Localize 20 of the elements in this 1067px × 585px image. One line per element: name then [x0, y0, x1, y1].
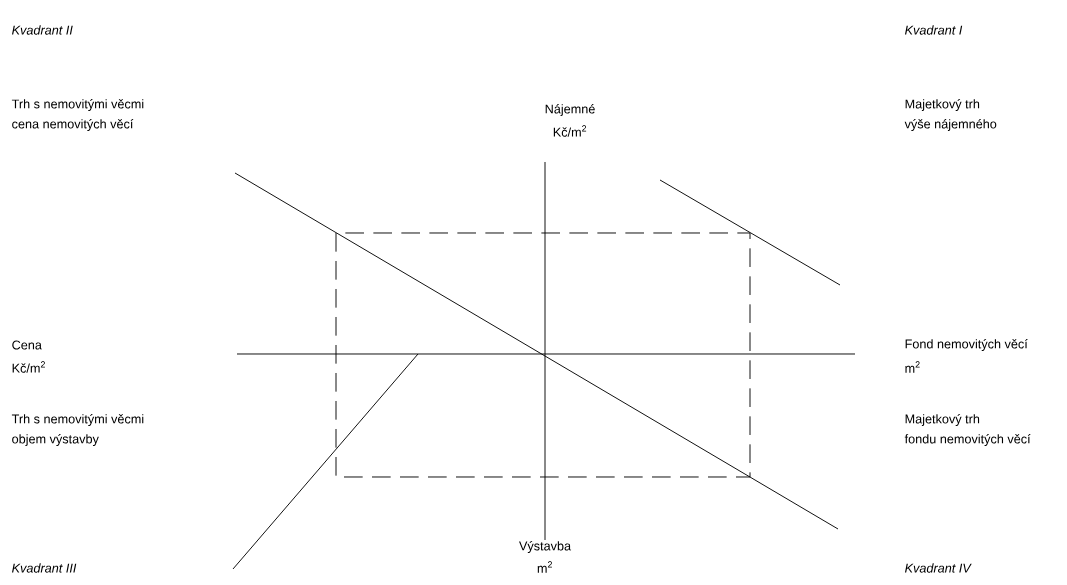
quadrant-label: Kvadrant II: [12, 25, 73, 35]
axis-label: Výstavba: [519, 541, 572, 553]
market-label: výše nájemného: [904, 119, 997, 131]
axis-label: Kč/m$^{2}$: [553, 125, 587, 137]
market-label: Majetkový trh: [905, 99, 980, 111]
axis-label: Cena: [12, 340, 42, 350]
axis-label: m$^{2}$: [905, 361, 920, 373]
market-label: Trh s nemovitými věcmi: [11, 99, 144, 111]
axis-label: m$^{2}$: [537, 561, 552, 573]
market-label: fondu nemovitých věcí: [904, 434, 1031, 446]
market-label: cena nemovitých věcí: [12, 119, 134, 131]
quadrant-label: Kvadrant III: [12, 563, 77, 573]
quadrant-label: Kvadrant IV: [905, 563, 972, 573]
axis-label: Fond nemovitých věcí: [905, 339, 1028, 351]
market-label: Trh s nemovitými věcmi: [11, 414, 144, 426]
axis-label: Nájemné: [545, 104, 595, 116]
market-label: objem výstavby: [12, 434, 99, 446]
market-label: Majetkový trh: [905, 414, 980, 426]
quadrant-label: Kvadrant I: [905, 25, 963, 35]
axis-label: Kč/m$^{2}$: [12, 361, 45, 373]
